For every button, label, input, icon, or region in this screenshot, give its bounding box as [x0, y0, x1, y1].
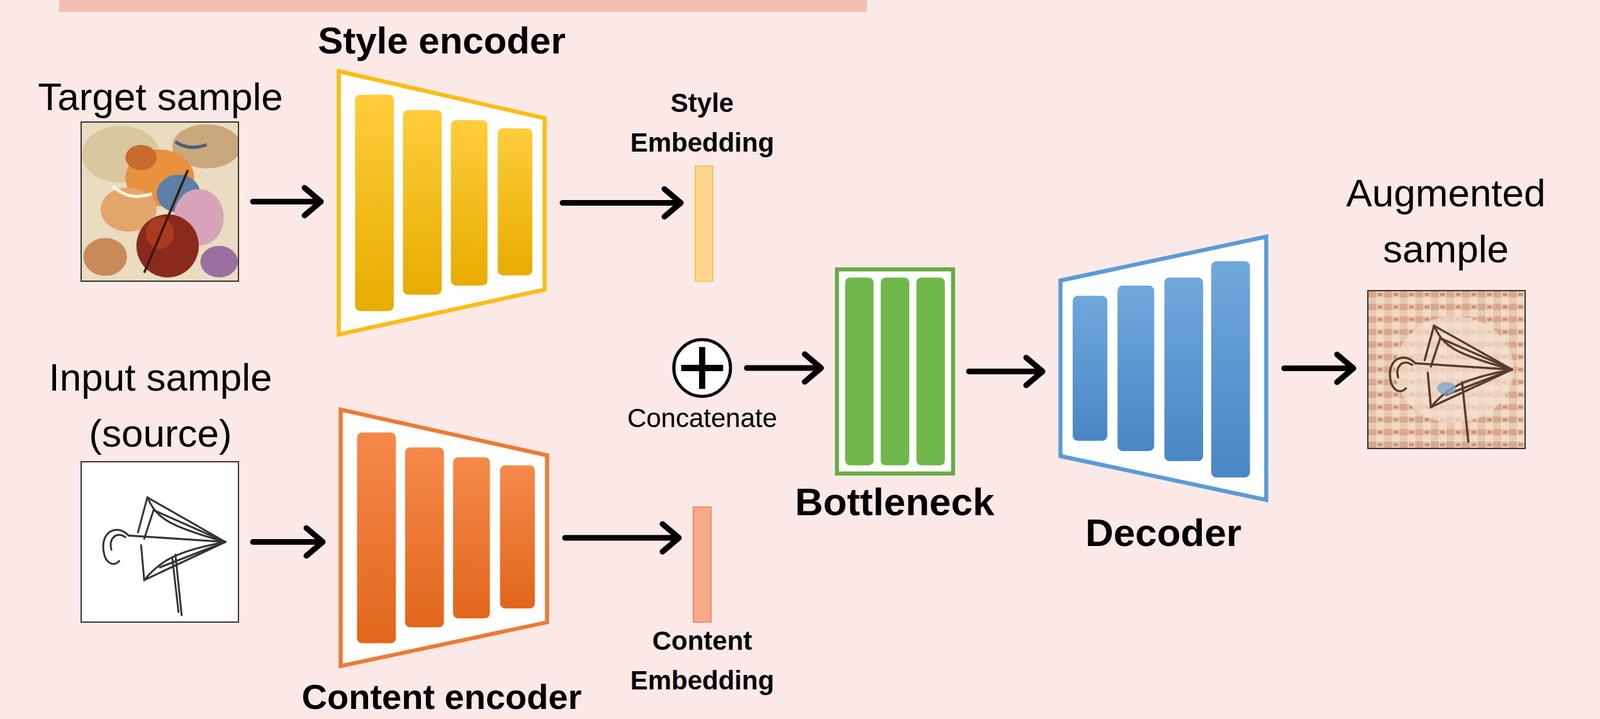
flow-arrow [565, 524, 679, 552]
flow-arrow [252, 528, 323, 557]
style-emb-graphic [694, 165, 714, 282]
concat-symbol-label: Concatenate [627, 402, 778, 435]
concat-symbol-shape [671, 337, 733, 399]
augmented-graphic [1368, 291, 1525, 448]
content-encoder: Content encoder [336, 407, 552, 669]
decoder: Decoder [1056, 234, 1271, 503]
concat-graphic [671, 337, 733, 399]
input-image-shape [80, 461, 240, 623]
target-image-shape [80, 121, 240, 282]
flow-arrow [252, 188, 321, 216]
bottleneck-label: Bottleneck [795, 478, 995, 526]
concat-symbol: Concatenate [671, 337, 733, 399]
input-image: Input sample (source) [80, 461, 240, 623]
style-enc-graphic [334, 69, 549, 337]
flow-arrow [746, 354, 822, 382]
content-embedding-label: Content Embedding [620, 620, 784, 701]
style-encoder: Style encoder [334, 69, 549, 337]
flow-arrow [968, 358, 1043, 386]
painting-graphic [81, 122, 238, 281]
target-image-label: Target sample [37, 73, 283, 121]
bottleneck: Bottleneck [834, 267, 956, 476]
decoder-shape [1056, 234, 1271, 503]
content-encoder-shape [336, 407, 552, 669]
umbrella-graphic [81, 462, 238, 622]
augmented-image: Augmented sample [1367, 290, 1526, 450]
header-band [0, 0, 1600, 19]
decoder-graphic [1056, 234, 1271, 503]
content-embedding: Content Embedding [692, 506, 712, 623]
bottleneck-shape [834, 267, 956, 476]
bottleneck-graphic [834, 267, 956, 476]
style-encoder-label: Style encoder [317, 18, 566, 64]
style-embedding-label: Style Embedding [620, 83, 784, 163]
flow-arrow [1284, 354, 1354, 383]
style-embedding-shape [694, 165, 714, 282]
decoder-label: Decoder [1085, 509, 1242, 557]
content-enc-graphic [336, 407, 552, 669]
content-encoder-label: Content encoder [302, 675, 582, 718]
input-image-label: Input sample (source) [28, 349, 293, 462]
augmented-image-shape [1367, 290, 1526, 450]
target-image: Target sample [80, 121, 240, 282]
header-band [59, 0, 868, 12]
style-encoder-shape [334, 69, 549, 337]
content-embedding-shape [692, 506, 712, 623]
content-emb-graphic [692, 506, 712, 623]
style-embedding: Style Embedding [694, 165, 714, 282]
augmented-image-label: Augmented sample [1320, 165, 1572, 277]
flow-arrow [562, 189, 681, 218]
